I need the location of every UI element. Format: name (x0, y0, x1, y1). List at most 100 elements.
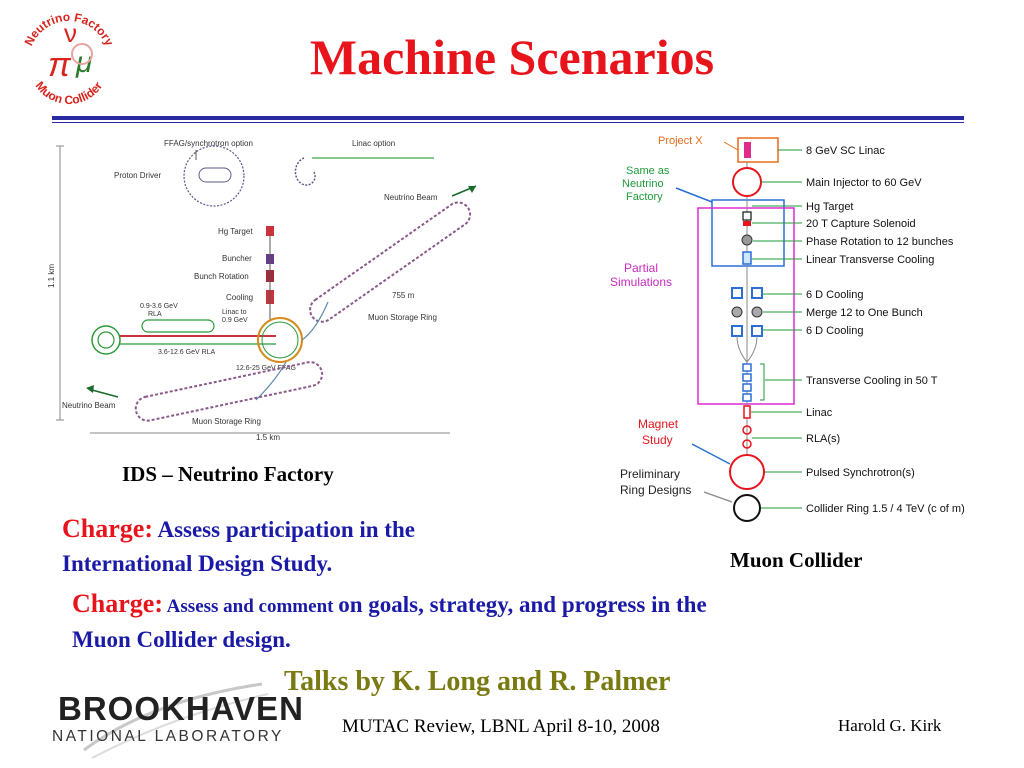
neutrino-beam-top-label: Neutrino Beam (384, 193, 438, 202)
logo-mu: μ (75, 46, 92, 79)
charge1-text-2: International Design Study. (62, 551, 333, 576)
mc-label: Phase Rotation to 12 bunches (806, 236, 954, 248)
linac-option-spiral (294, 157, 316, 186)
same-as-label-1: Same as (626, 165, 670, 177)
neutrino-beam-left-arrow (91, 389, 119, 398)
width-scale-label: 1.5 km (256, 433, 280, 442)
length-755-label: 755 m (392, 291, 415, 300)
bnl-logo-swoosh (83, 682, 269, 759)
same-as-leader (675, 187, 713, 203)
footer-right: Harold G. Kirk (838, 716, 942, 735)
neutrino-beam-left-head (86, 385, 94, 393)
charge2-text-small: Assess and comment (162, 596, 339, 617)
partial-label-2: Simulations (610, 275, 672, 289)
phase-rotation-symbol (741, 234, 753, 246)
mc-caption: Muon Collider (730, 548, 863, 572)
pulsed-synchrotron-ring (729, 454, 765, 490)
storage-ring-bottom-shape (134, 361, 324, 422)
transverse-cool-3 (742, 383, 752, 392)
capture-solenoid-symbol (743, 221, 751, 226)
linac-symbol (743, 405, 751, 419)
logo-pi: π (48, 46, 72, 84)
neutrino-beam-left-label: Neutrino Beam (62, 401, 116, 410)
6d-cooling-2a (731, 325, 743, 337)
partial-label-1: Partial (624, 261, 658, 275)
mc-label: Linac (806, 407, 833, 419)
prelim-leader (703, 491, 733, 503)
bnl-logo: BROOKHAVEN NATIONAL LABORATORY (52, 682, 303, 759)
bnl-logo-line2: NATIONAL LABORATORY (52, 728, 284, 745)
hg-target-label: Hg Target (218, 227, 253, 236)
height-scale-label: 1.1 km (47, 264, 56, 288)
mc-label: 6 D Cooling (806, 289, 863, 301)
merge-symbol-b (751, 306, 763, 318)
magnet-label-1: Magnet (638, 417, 679, 431)
6d-cooling-1a (731, 287, 743, 299)
transverse-cool-1 (742, 363, 752, 372)
mc-label: 6 D Cooling (806, 325, 863, 337)
talks-line: Talks by K. Long and R. Palmer (284, 666, 671, 697)
rla-left-arc-inner (97, 331, 115, 349)
ffag-label: 12.6-25 GeV FFAG (236, 365, 296, 372)
rla-symbol-top (742, 425, 752, 435)
ffag-ring (257, 317, 303, 363)
magnet-label-2: Study (642, 433, 673, 447)
muon-collider-diagram: Project X Same as Neutrino Factory Parti… (610, 135, 965, 522)
mc-label: Merge 12 to One Bunch (806, 307, 923, 319)
logo-ring (71, 43, 93, 65)
title-rule-thick (52, 116, 964, 120)
collider-ring (733, 494, 761, 522)
proton-driver-ring (183, 145, 245, 207)
charge2-label: Charge: (72, 589, 163, 618)
mc-label: Main Injector to 60 GeV (806, 177, 922, 189)
rla-high-label: 3.6-12.6 GeV RLA (158, 349, 216, 356)
mc-label: Pulsed Synchrotron(s) (806, 467, 915, 479)
transverse-cool-bracket (760, 363, 765, 401)
hg-target-block (266, 226, 274, 236)
charge1-text-1: Assess participation in the (152, 517, 415, 542)
storage-ring-bottom-label: Muon Storage Ring (192, 417, 261, 426)
storage-ring-bottom (134, 361, 324, 422)
rla-low-racetrack (141, 319, 215, 333)
mc-label: Transverse Cooling in 50 T (806, 375, 938, 387)
prelim-label-1: Preliminary (620, 467, 680, 481)
ffag-ring-inner (261, 321, 299, 359)
main-injector-ring (732, 167, 762, 197)
nf-caption: IDS – Neutrino Factory (122, 462, 334, 486)
cooling-label: Cooling (226, 293, 253, 302)
linac-to-label: Linac to (222, 309, 247, 316)
mc-label: 20 T Capture Solenoid (806, 218, 916, 230)
mc-label: 8 GeV SC Linac (806, 145, 885, 157)
transverse-cool-4 (742, 393, 752, 402)
charge1-block: Charge: Assess participation in the Inte… (62, 512, 415, 581)
storage-ring-right-shape (309, 201, 472, 323)
merge-lines (736, 335, 758, 363)
logo-nu: ν (64, 18, 77, 48)
project-x-leader (723, 141, 739, 151)
charge1-label: Charge: (62, 514, 153, 543)
slide-title: Machine Scenarios (309, 29, 715, 85)
ffag-option-label: FFAG/synchrotron option (164, 139, 253, 148)
bnl-logo-line1: BROOKHAVEN (58, 690, 304, 727)
neutrino-beam-top-head (468, 186, 476, 193)
hg-target-symbol (742, 211, 752, 221)
proton-driver-inner (198, 167, 232, 183)
6d-cooling-1b (751, 287, 763, 299)
ffag-to-ring-transfer (301, 301, 329, 341)
same-as-label-2: Neutrino (622, 178, 664, 190)
footer-center: MUTAC Review, LBNL April 8-10, 2008 (342, 716, 660, 737)
mc-label: Collider Ring 1.5 / 4 TeV (c of m) (806, 503, 965, 515)
prelim-label-2: Ring Designs (620, 483, 691, 497)
buncher-label: Buncher (222, 254, 252, 263)
rla-left-arc-outer (91, 325, 121, 355)
linac-to-label-2: 0.9 GeV (222, 317, 248, 324)
same-as-nf-box (711, 199, 785, 267)
neutrino-factory-diagram: 1.1 km 1.5 km FFAG/synchrotron option Pr… (47, 139, 477, 442)
bunch-rotation-label: Bunch Rotation (194, 272, 249, 281)
proton-driver-label: Proton Driver (114, 171, 161, 180)
storage-ring-right (309, 201, 472, 323)
mc-label: RLA(s) (806, 433, 840, 445)
same-as-label-3: Factory (626, 191, 663, 203)
title-rule-thin (52, 122, 964, 123)
